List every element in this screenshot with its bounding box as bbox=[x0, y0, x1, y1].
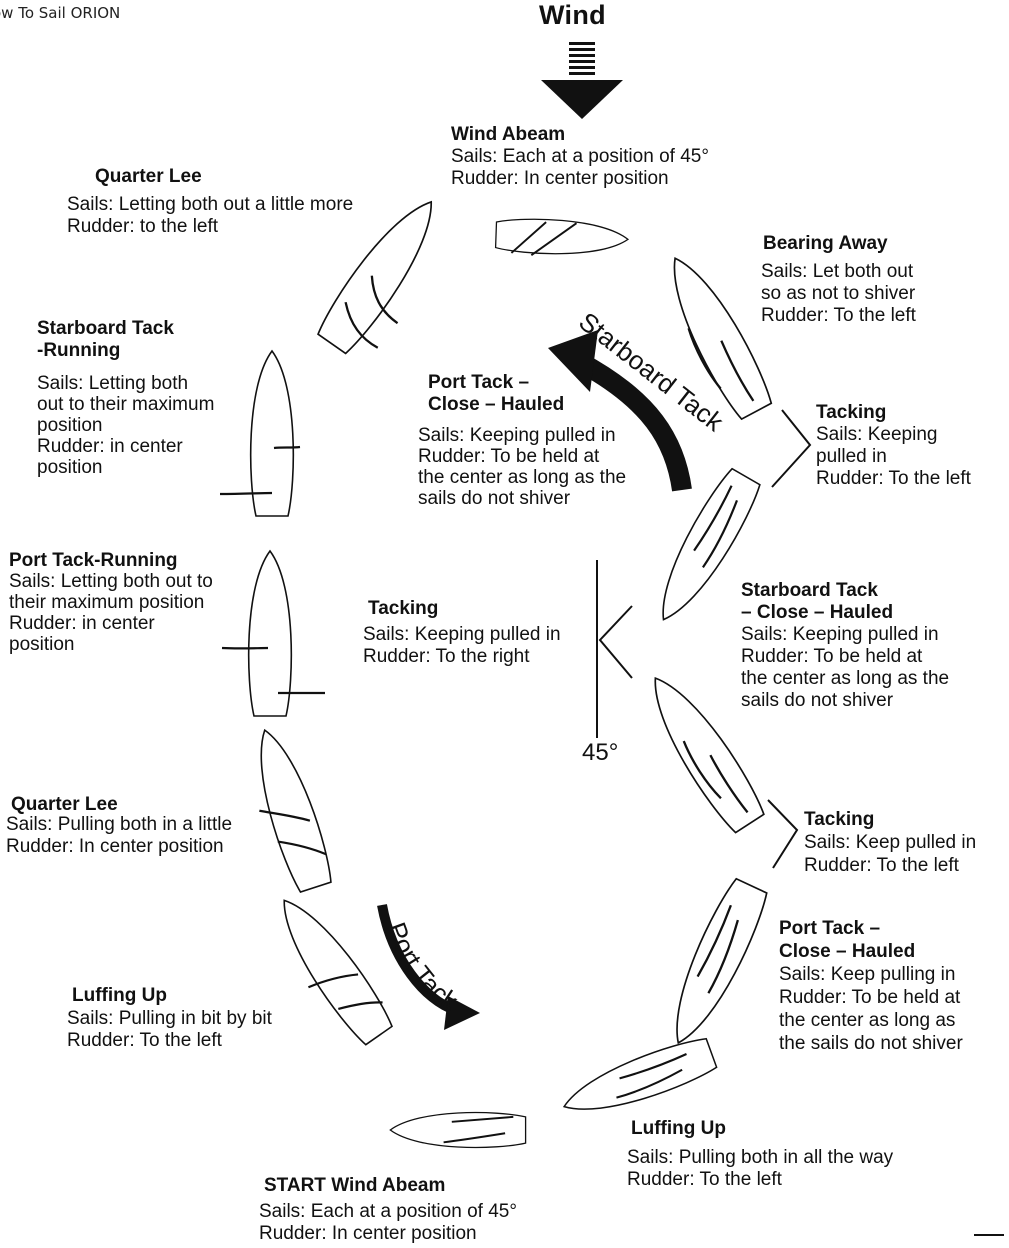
boat-port-running bbox=[221, 550, 325, 717]
boat-port-close-hauled bbox=[657, 875, 773, 1054]
page-header: ow To Sail ORION bbox=[0, 4, 121, 22]
boat-quarter-lee-lower bbox=[243, 722, 337, 895]
position-starboard-running: Starboard Tack -Running bbox=[37, 318, 174, 361]
tacking-bracket-upper bbox=[771, 409, 812, 488]
starboard-tack-arrow-icon bbox=[548, 330, 692, 492]
position-tacking-upper: Tacking Sails: Keeping pulled in Rudder:… bbox=[816, 402, 971, 489]
position-bearing-away-details: Sails: Let both out so as not to shiver … bbox=[761, 261, 916, 326]
position-luffing-up-right: Luffing Up bbox=[631, 1118, 726, 1139]
wind-title: Wind bbox=[539, 0, 606, 30]
position-start-wind-abeam-details: Sails: Each at a position of 45° Rudder:… bbox=[259, 1201, 517, 1244]
position-quarter-lee-lower: Quarter Lee bbox=[11, 794, 118, 815]
position-port-close-hauled-upper-details: Sails: Keeping pulled in Rudder: To be h… bbox=[418, 425, 627, 509]
position-luffing-up-left-details: Sails: Pulling in bit by bit Rudder: To … bbox=[67, 1008, 272, 1051]
position-port-close-hauled-lower: Port Tack – Close – Hauled Sails: Keep p… bbox=[779, 918, 963, 1054]
boat-bearing-away bbox=[654, 246, 778, 423]
position-luffing-up-left: Luffing Up bbox=[72, 985, 167, 1006]
position-bearing-away: Bearing Away bbox=[763, 233, 888, 254]
position-quarter-lee-top-details: Sails: Letting both out a little more Ru… bbox=[67, 194, 354, 237]
boat-starboard-close-hauled bbox=[635, 665, 770, 837]
degree-label: 45° bbox=[582, 739, 619, 766]
boat-tacking-upper bbox=[644, 465, 766, 632]
boat-quarter-lee-top bbox=[312, 188, 451, 358]
position-wind-abeam: Wind Abeam Sails: Each at a position of … bbox=[451, 124, 709, 189]
port-tack-arrow-icon bbox=[377, 904, 480, 1030]
position-tacking-left-details: Sails: Keeping pulled in Rudder: To the … bbox=[363, 624, 561, 667]
svg-text:Port Tack: Port Tack bbox=[381, 918, 464, 1017]
page-corner-mark bbox=[974, 1234, 1004, 1236]
position-quarter-lee-lower-details: Sails: Pulling both in a little Rudder: … bbox=[6, 814, 233, 857]
position-tacking-left: Tacking bbox=[368, 598, 439, 619]
boat-luffing-up-left bbox=[265, 887, 398, 1049]
wind-arrow-icon bbox=[541, 42, 623, 119]
port-tack-label: Port Tack bbox=[381, 918, 464, 1017]
tacking-bracket-left bbox=[596, 560, 633, 738]
position-port-running: Port Tack-Running Sails: Letting both ou… bbox=[9, 550, 213, 655]
position-tacking-lower: Tacking Sails: Keep pulled in Rudder: To… bbox=[804, 809, 977, 876]
boat-luffing-up-right bbox=[556, 1033, 720, 1127]
position-start-wind-abeam: START Wind Abeam bbox=[264, 1175, 446, 1196]
boat-start-wind-abeam bbox=[389, 1111, 527, 1149]
position-starboard-running-details: Sails: Letting both out to their maximum… bbox=[37, 373, 215, 478]
position-starboard-close-hauled: Starboard Tack – Close – Hauled Sails: K… bbox=[741, 580, 950, 711]
position-luffing-up-right-details: Sails: Pulling both in all the way Rudde… bbox=[627, 1147, 894, 1190]
position-port-close-hauled-upper: Port Tack – Close – Hauled bbox=[428, 372, 565, 415]
position-quarter-lee-top: Quarter Lee bbox=[95, 166, 202, 187]
tacking-bracket-lower bbox=[767, 799, 799, 869]
boat-starboard-running bbox=[219, 350, 301, 517]
boat-wind-abeam-top bbox=[494, 217, 630, 258]
